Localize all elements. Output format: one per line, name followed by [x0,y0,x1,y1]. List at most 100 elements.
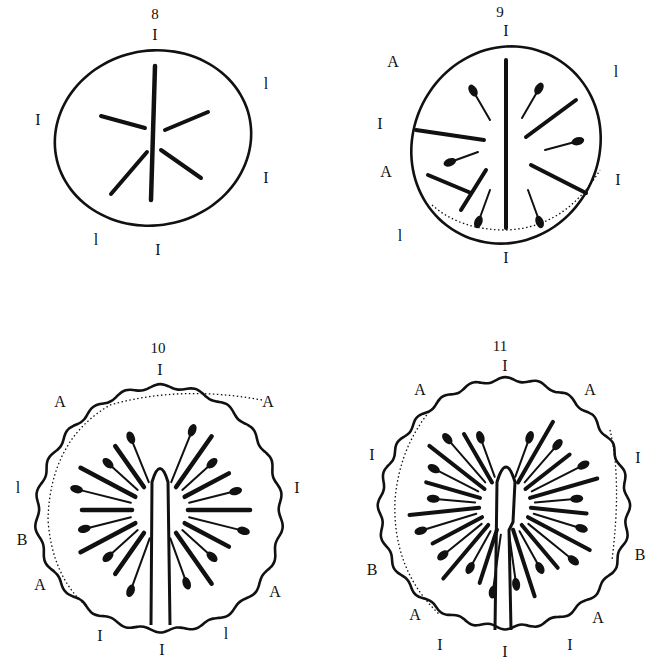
club-ray [474,430,498,478]
position-letter: I [97,628,102,644]
dotted-line [395,400,440,615]
ray-bar [185,523,229,546]
ray-bar [526,100,576,137]
ray-bar [188,508,250,513]
figure-outline [378,377,630,629]
position-letter: I [615,172,620,188]
position-letter: I [152,27,157,43]
position-letter: l [398,228,402,244]
club-ray [180,527,220,564]
club-ray [100,527,140,564]
ray-bar [151,66,155,200]
position-letter: I [635,450,640,466]
club-ray [516,529,547,575]
figure-8 [101,66,208,200]
figure-number: 11 [493,339,507,354]
ray-bar [416,130,484,140]
figure-outline [411,46,600,243]
club-ray [168,423,199,484]
ray-bar [111,152,147,194]
position-letter: l [94,232,98,248]
position-letter: B [367,562,378,578]
position-letter: A [269,584,281,600]
club-ray [512,430,536,478]
club-ray [535,494,584,506]
position-letter: I [437,637,442,653]
position-letter: l [16,480,20,496]
club-ray [472,189,493,230]
club-ray [413,510,477,537]
club-ray [100,456,140,493]
club-ray [180,456,220,493]
figure-number: 8 [151,7,159,22]
position-letter: I [35,112,40,128]
figure-outline [35,384,282,632]
position-letter: A [414,382,426,398]
position-letter: I [159,642,164,658]
position-letter: I [502,358,507,374]
ray-bar [531,165,586,193]
ray-bar [531,508,587,514]
figure-number: 10 [151,341,166,356]
dotted-line [432,170,600,230]
ray-bar [115,446,144,487]
ray-bar [185,473,229,496]
ray-bar [165,112,208,130]
position-letter: I [294,480,299,496]
position-letter: A [387,54,399,70]
figure-number: 9 [496,5,504,20]
club-ray [125,537,154,598]
position-letter: B [635,547,646,563]
position-letter: I [503,23,508,39]
ray-bar [101,116,145,128]
club-ray [463,529,494,575]
club-ray [544,136,585,154]
position-letter: I [157,362,162,378]
position-letter: I [567,637,572,653]
dotted-line [610,430,617,560]
club-ray [167,537,193,591]
ray-bar [410,508,480,515]
club-ray [466,83,493,122]
ray-bar [504,60,508,228]
figure-9 [416,60,586,229]
position-letter: A [34,577,46,593]
position-letter: I [155,242,160,258]
position-letter: A [54,394,66,410]
position-letter: A [262,394,274,410]
club-ray [188,513,251,536]
club-ray [435,521,484,563]
club-ray [526,521,581,568]
club-ray [533,510,589,534]
club-ray [426,494,475,506]
club-ray [524,189,545,230]
ray-bar [461,170,486,210]
club-ray [442,148,479,168]
club-ray [69,484,132,507]
dotted-line [48,394,262,605]
position-letter: I [503,250,508,266]
central-loop [151,469,170,626]
club-ray [488,534,505,599]
club-ray [530,459,591,495]
ray-bar [82,508,132,513]
figure-11 [410,422,598,630]
position-letter: A [409,607,421,623]
position-letter: l [614,64,618,80]
position-letter: A [380,164,392,180]
club-ray [77,513,132,534]
position-letter: I [369,447,374,463]
club-ray [188,486,243,507]
club-ray [519,81,546,120]
position-letter: I [502,644,507,660]
club-ray [505,534,521,591]
club-ray [125,430,153,484]
position-letter: A [584,382,596,398]
figure-outline [55,50,251,225]
position-letter: l [264,76,268,92]
ray-bar [428,175,471,193]
position-letter: B [17,532,28,548]
